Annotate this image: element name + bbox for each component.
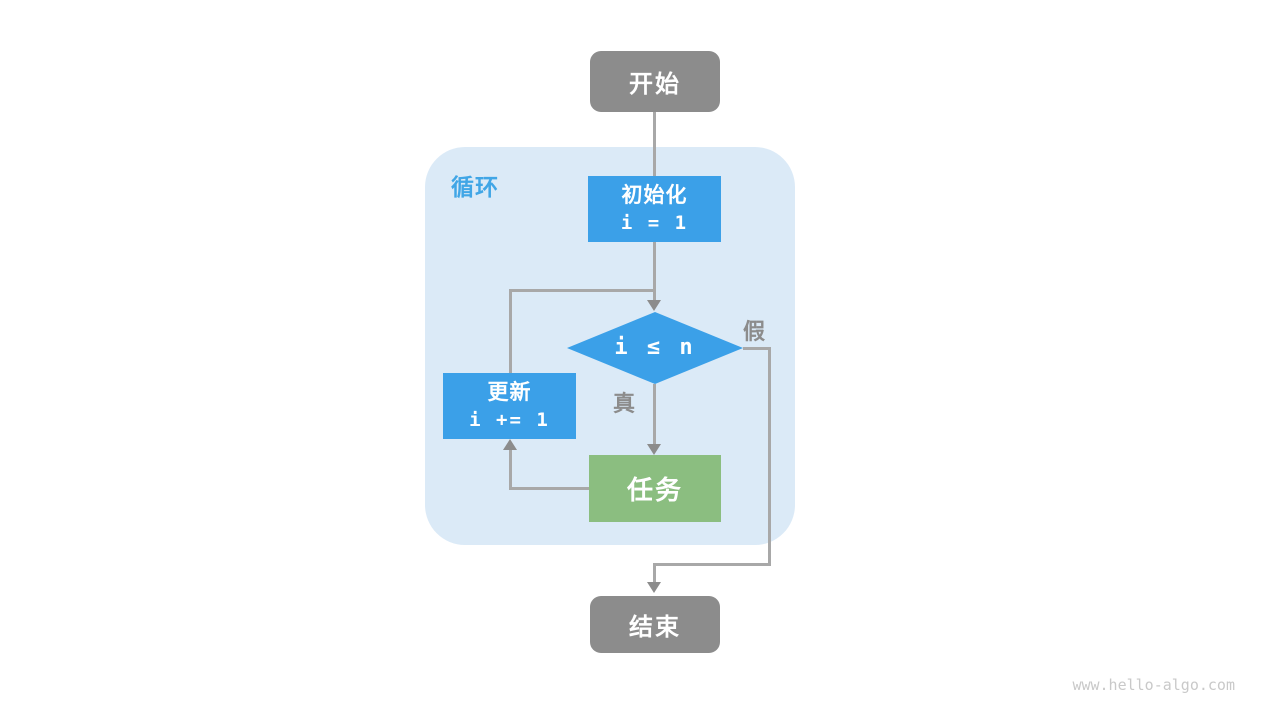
connector-start-to-init bbox=[653, 112, 656, 176]
task-node-label: 任务 bbox=[626, 475, 683, 505]
condition-code: i ≤ n bbox=[614, 334, 696, 360]
connector-update-across bbox=[509, 289, 656, 292]
branch-false-label: 假 bbox=[743, 319, 767, 344]
arrowhead-into-condition bbox=[647, 300, 661, 311]
connector-task-to-update bbox=[509, 450, 512, 490]
init-node-code: i = 1 bbox=[620, 211, 689, 234]
connector-false-to-end bbox=[653, 563, 656, 583]
init-node: 初始化 i = 1 bbox=[588, 176, 721, 242]
connector-false-down bbox=[768, 347, 771, 566]
arrowhead-into-end bbox=[647, 582, 661, 593]
loop-container-label: 循环 bbox=[451, 174, 499, 200]
end-node: 结束 bbox=[590, 596, 720, 653]
end-node-label: 结束 bbox=[629, 614, 681, 641]
connector-condition-to-task bbox=[653, 384, 656, 444]
start-node-label: 开始 bbox=[629, 71, 681, 98]
update-node-code: i += 1 bbox=[469, 408, 550, 431]
connector-false-across bbox=[653, 563, 771, 566]
branch-true-label: 真 bbox=[613, 391, 637, 416]
update-node: 更新 i += 1 bbox=[443, 373, 576, 439]
init-node-title: 初始化 bbox=[621, 184, 688, 208]
connector-task-left bbox=[510, 487, 590, 490]
connector-false-out bbox=[743, 347, 771, 350]
connector-init-to-condition bbox=[653, 242, 656, 302]
arrowhead-into-task bbox=[647, 444, 661, 455]
connector-update-up bbox=[509, 289, 512, 375]
start-node: 开始 bbox=[590, 51, 720, 112]
arrowhead-into-update bbox=[503, 439, 517, 450]
task-node: 任务 bbox=[589, 455, 721, 522]
update-node-title: 更新 bbox=[487, 381, 532, 405]
watermark-text: www.hello-algo.com bbox=[1072, 676, 1235, 694]
